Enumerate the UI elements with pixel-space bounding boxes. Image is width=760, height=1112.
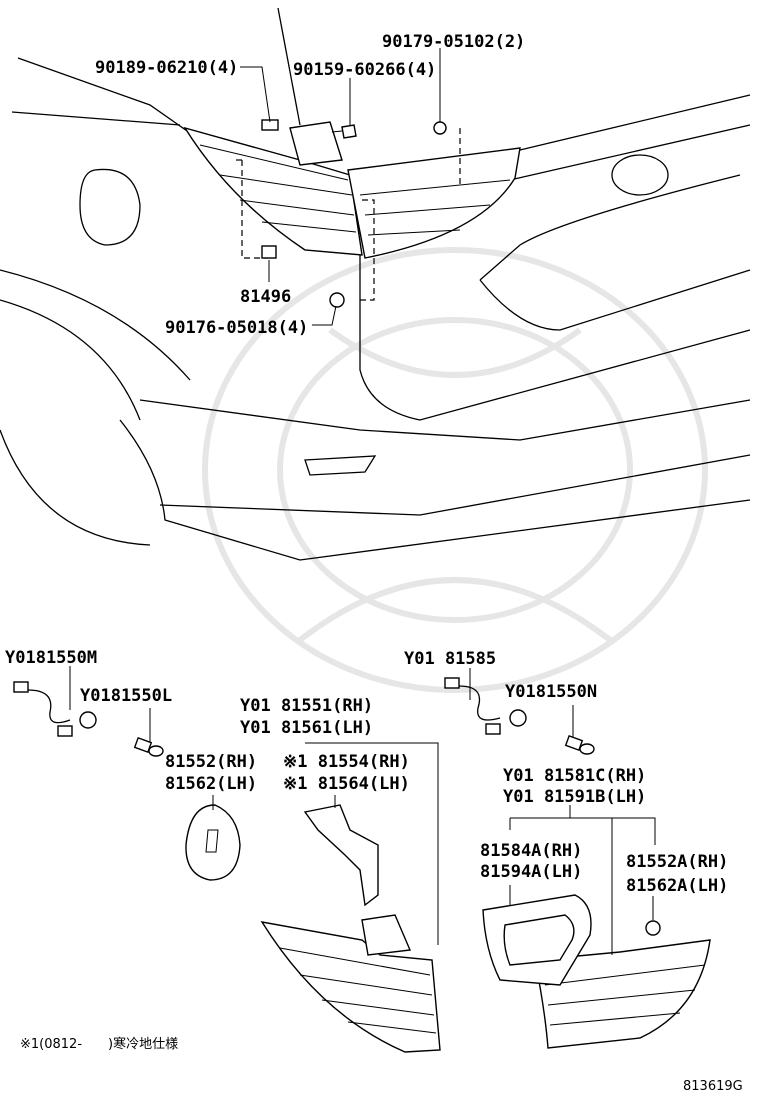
leader-lines-upper	[240, 48, 441, 326]
watermark-emblem	[202, 247, 708, 693]
label-81550n: Y0181550N	[505, 682, 597, 702]
label-81584a: 81584A(RH)	[480, 841, 582, 861]
gasket-81552	[185, 804, 241, 881]
label-81564: ※1 81564(LH)	[283, 774, 410, 794]
bracket-81554	[303, 804, 379, 907]
bulb-socket-wire-81585	[444, 677, 527, 735]
tail-lamp-inner-installed	[347, 147, 521, 259]
label-90176: 90176-05018(4)	[165, 318, 308, 338]
leader-81551	[305, 742, 439, 945]
fastener-guides	[232, 128, 461, 301]
label-90189: 90189-06210(4)	[95, 58, 238, 78]
fastener-screw-90159	[331, 124, 357, 139]
bulb-81550l	[133, 737, 164, 757]
label-81562a: 81562A(LH)	[626, 876, 728, 896]
bulb-81550n	[564, 735, 595, 755]
label-81585: Y01 81585	[404, 649, 496, 669]
tail-lamp-outer-installed	[183, 121, 363, 256]
label-81562: 81562(LH)	[165, 774, 257, 794]
gasket-81584a	[482, 894, 592, 986]
tail-lamp-assembly-81551	[260, 914, 441, 1053]
fastener-nut-90176	[329, 292, 345, 308]
label-81561: Y01 81561(LH)	[240, 718, 373, 738]
label-81550l: Y0181550L	[80, 686, 172, 706]
footnote: ※1(0812- )寒冷地仕様	[20, 1036, 178, 1052]
diagram-id: 813619G	[683, 1079, 743, 1094]
fastener-81496	[261, 245, 277, 259]
leader-81581c	[509, 805, 656, 955]
label-81550m: Y0181550M	[5, 648, 97, 668]
vehicle-rear-body	[0, 7, 751, 561]
label-81591b: Y01 81591B(LH)	[503, 787, 646, 807]
label-90179: 90179-05102(2)	[382, 32, 525, 52]
label-81552: 81552(RH)	[165, 752, 257, 772]
bulb-socket-wire-81550m	[13, 681, 97, 737]
inner-lamp-assembly-81581c	[534, 939, 711, 1049]
label-90159: 90159-60266(4)	[293, 60, 436, 80]
fastener-nut-90179	[433, 121, 447, 135]
label-81594a: 81594A(LH)	[480, 862, 582, 882]
gasket-81552a	[645, 920, 661, 936]
label-81496: 81496	[240, 287, 291, 307]
label-81554: ※1 81554(RH)	[283, 752, 410, 772]
label-81581c: Y01 81581C(RH)	[503, 766, 646, 786]
label-81552a: 81552A(RH)	[626, 852, 728, 872]
label-81551: Y01 81551(RH)	[240, 696, 373, 716]
